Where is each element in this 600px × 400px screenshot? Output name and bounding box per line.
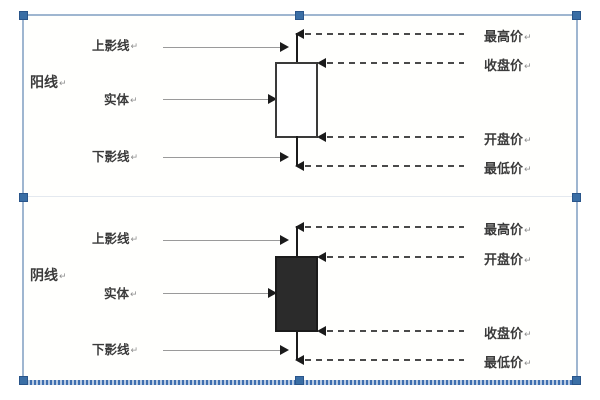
arrowhead-left-icon	[295, 222, 304, 232]
pilcrow-icon: ↵	[130, 290, 138, 300]
connector-open-bullish	[327, 136, 464, 138]
connector-lowest-bullish	[305, 165, 464, 167]
candle-body-bullish	[275, 62, 318, 138]
candle-body-bearish	[275, 256, 318, 332]
pilcrow-icon: ↵	[524, 330, 532, 340]
label-body-bullish: 实体↵	[104, 92, 138, 107]
arrowhead-left-icon	[295, 161, 304, 171]
resize-handle-bottom-middle[interactable]	[295, 376, 304, 385]
label-lowest-price-bullish: 最低价↵	[484, 162, 532, 177]
label-open-price-bullish: 开盘价↵	[484, 133, 532, 148]
group-title-bullish-text: 阳线	[30, 75, 58, 91]
label-open-price-bearish: 开盘价↵	[484, 253, 532, 268]
resize-handle-top-left[interactable]	[19, 11, 28, 20]
connector-lower-shadow-bullish	[163, 157, 281, 158]
pilcrow-icon: ↵	[524, 226, 532, 236]
pilcrow-icon: ↵	[524, 359, 532, 369]
label-highest-price-bullish: 最高价↵	[484, 30, 532, 45]
connector-close-bullish	[327, 62, 464, 64]
arrowhead-right-icon	[280, 42, 289, 52]
pilcrow-icon: ↵	[524, 62, 532, 72]
arrowhead-left-icon	[295, 355, 304, 365]
label-lowest-price-bearish: 最低价↵	[484, 356, 532, 371]
arrowhead-right-icon	[280, 235, 289, 245]
pilcrow-icon: ↵	[130, 96, 138, 106]
group-title-bearish-text: 阴线	[30, 268, 58, 284]
resize-handle-middle-left[interactable]	[19, 193, 28, 202]
pilcrow-icon: ↵	[130, 153, 139, 163]
arrowhead-left-icon	[317, 326, 326, 336]
pilcrow-icon: ↵	[130, 42, 139, 52]
pilcrow-icon: ↵	[130, 346, 139, 356]
connector-upper-shadow-bearish	[163, 240, 281, 241]
connector-body-bullish	[163, 99, 269, 100]
candle-upper-wick-bearish	[296, 226, 298, 259]
label-close-price-bearish: 收盘价↵	[484, 327, 532, 342]
connector-upper-shadow-bullish	[163, 47, 281, 48]
label-close-price-bullish: 收盘价↵	[484, 59, 532, 74]
pilcrow-icon: ↵	[524, 256, 532, 266]
candle-upper-wick-bullish	[296, 33, 298, 65]
group-title-bullish: 阳线↵	[30, 76, 67, 90]
resize-handle-top-right[interactable]	[572, 11, 581, 20]
connector-lowest-bearish	[305, 359, 464, 361]
arrowhead-left-icon	[317, 58, 326, 68]
arrowhead-right-icon	[280, 345, 289, 355]
label-upper-shadow-bearish: 上影线↵	[92, 231, 139, 246]
candle-lower-wick-bullish	[296, 136, 298, 166]
pilcrow-icon: ↵	[130, 235, 139, 245]
pilcrow-icon: ↵	[524, 33, 532, 43]
label-upper-shadow-bullish: 上影线↵	[92, 38, 139, 53]
connector-close-bearish	[327, 330, 464, 332]
connector-open-bearish	[327, 256, 464, 258]
arrowhead-right-icon	[280, 152, 289, 162]
label-lower-shadow-bullish: 下影线↵	[92, 149, 139, 164]
panel-separator	[24, 196, 576, 197]
pilcrow-icon: ↵	[59, 272, 67, 282]
connector-lower-shadow-bearish	[163, 350, 281, 351]
resize-handle-middle-right[interactable]	[572, 193, 581, 202]
connector-body-bearish	[163, 293, 269, 294]
arrowhead-right-icon	[268, 94, 277, 104]
arrowhead-left-icon	[295, 29, 304, 39]
resize-handle-top-middle[interactable]	[295, 11, 304, 20]
label-lower-shadow-bearish: 下影线↵	[92, 342, 139, 357]
arrowhead-left-icon	[317, 132, 326, 142]
pilcrow-icon: ↵	[59, 79, 67, 89]
resize-handle-bottom-right[interactable]	[572, 376, 581, 385]
pilcrow-icon: ↵	[524, 165, 532, 175]
pilcrow-icon: ↵	[524, 136, 532, 146]
arrowhead-right-icon	[268, 288, 277, 298]
label-highest-price-bearish: 最高价↵	[484, 223, 532, 238]
candle-lower-wick-bearish	[296, 330, 298, 360]
group-title-bearish: 阴线↵	[30, 269, 67, 283]
connector-highest-bearish	[305, 226, 464, 228]
resize-handle-bottom-left[interactable]	[19, 376, 28, 385]
label-body-bearish: 实体↵	[104, 286, 138, 301]
connector-highest-bullish	[305, 33, 464, 35]
arrowhead-left-icon	[317, 252, 326, 262]
